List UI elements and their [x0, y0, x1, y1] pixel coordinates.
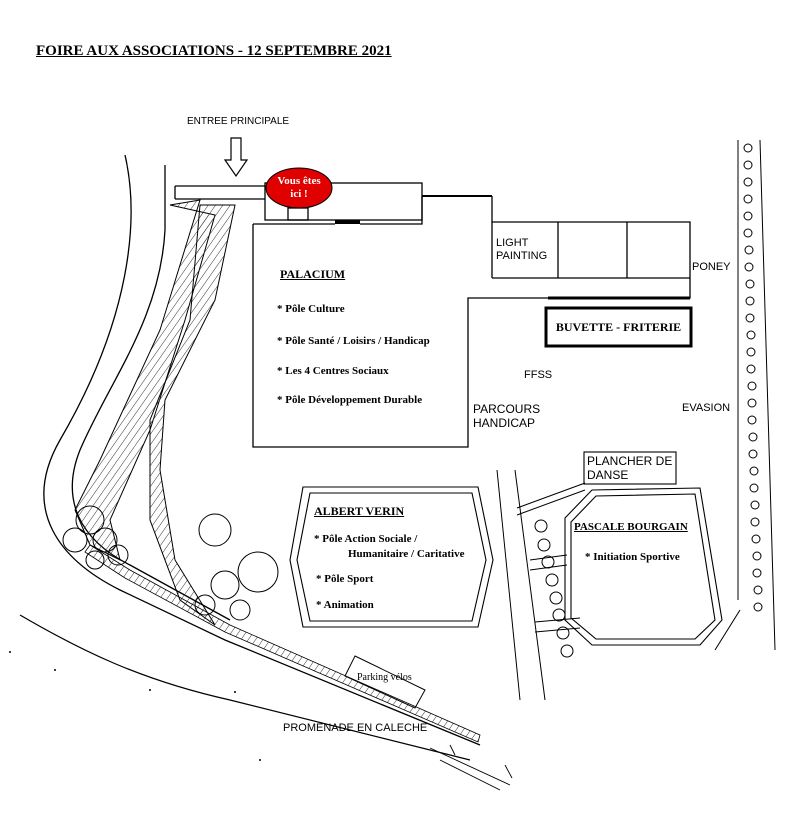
caleche-path — [429, 744, 513, 791]
you-are-here-line1: Vous êtes — [277, 175, 321, 188]
albert-verin-item-animation: * Animation — [316, 599, 374, 611]
buvette-label: BUVETTE - FRITERIE — [555, 319, 682, 334]
entrance-arrow-icon — [223, 137, 249, 178]
palacium-item-culture: * Pôle Culture — [277, 303, 345, 315]
pascale-bourgain-item: * Initiation Sportive — [585, 551, 680, 563]
plancher-line2: DANSE — [587, 467, 629, 482]
palacium-title: PALACIUM — [280, 267, 346, 281]
scatter-dots — [9, 651, 261, 761]
palacium-item-developpement: * Pôle Développement Durable — [277, 394, 423, 406]
map-title: FOIRE AUX ASSOCIATIONS - 12 SEPTEMBRE 20… — [36, 43, 392, 59]
buvette-box — [544, 306, 693, 348]
palacium-item-centres: * Les 4 Centres Sociaux — [277, 365, 389, 377]
albert-verin-item-sport: * Pôle Sport — [316, 573, 374, 585]
light-painting-line1: LIGHT — [496, 237, 529, 249]
parking-velos-label: Parking vélos — [357, 672, 412, 683]
pascale-bourgain-title: PASCALE BOURGAIN — [574, 521, 688, 533]
albert-verin-building — [289, 486, 494, 628]
pascale-bourgain-building — [564, 487, 723, 646]
parcours-line1: PARCOURS — [473, 402, 541, 416]
plancher-box — [583, 451, 677, 485]
walkways — [496, 469, 586, 701]
road-outer-edge — [43, 154, 481, 746]
palacium-building — [252, 196, 691, 448]
ffss-label: FFSS — [524, 369, 553, 381]
trees-middle — [534, 519, 574, 658]
hatched-slope-2 — [149, 204, 236, 626]
poney-label: PONEY — [692, 261, 731, 273]
plancher-line1: PLANCHER DE — [587, 454, 673, 468]
light-painting-line2: PAINTING — [496, 249, 548, 262]
parking-velos-area — [344, 655, 426, 709]
road-bottom-edge — [19, 614, 471, 761]
hatched-slope-1 — [74, 199, 216, 561]
palacium-item-sante: * Pôle Santé / Loisirs / Handicap — [277, 335, 430, 347]
albert-verin-item-action: * Pôle Action Sociale / — [314, 533, 418, 545]
you-are-here-line2: ici ! — [290, 188, 308, 200]
albert-verin-item-humanitaire: Humanitaire / Caritative — [348, 548, 465, 560]
entrance-label: ENTREE PRINCIPALE — [187, 116, 290, 127]
trees-right — [714, 139, 776, 651]
you-are-here-marker — [265, 167, 333, 209]
parcours-line2: HANDICAP — [473, 415, 536, 430]
hatched-road-edge — [84, 544, 481, 743]
trees-left — [62, 505, 279, 621]
promenade-label: PROMENADE EN CALECHE — [283, 722, 428, 734]
evasion-label: EVASION — [682, 402, 731, 414]
albert-verin-title: ALBERT VERIN — [314, 504, 405, 518]
